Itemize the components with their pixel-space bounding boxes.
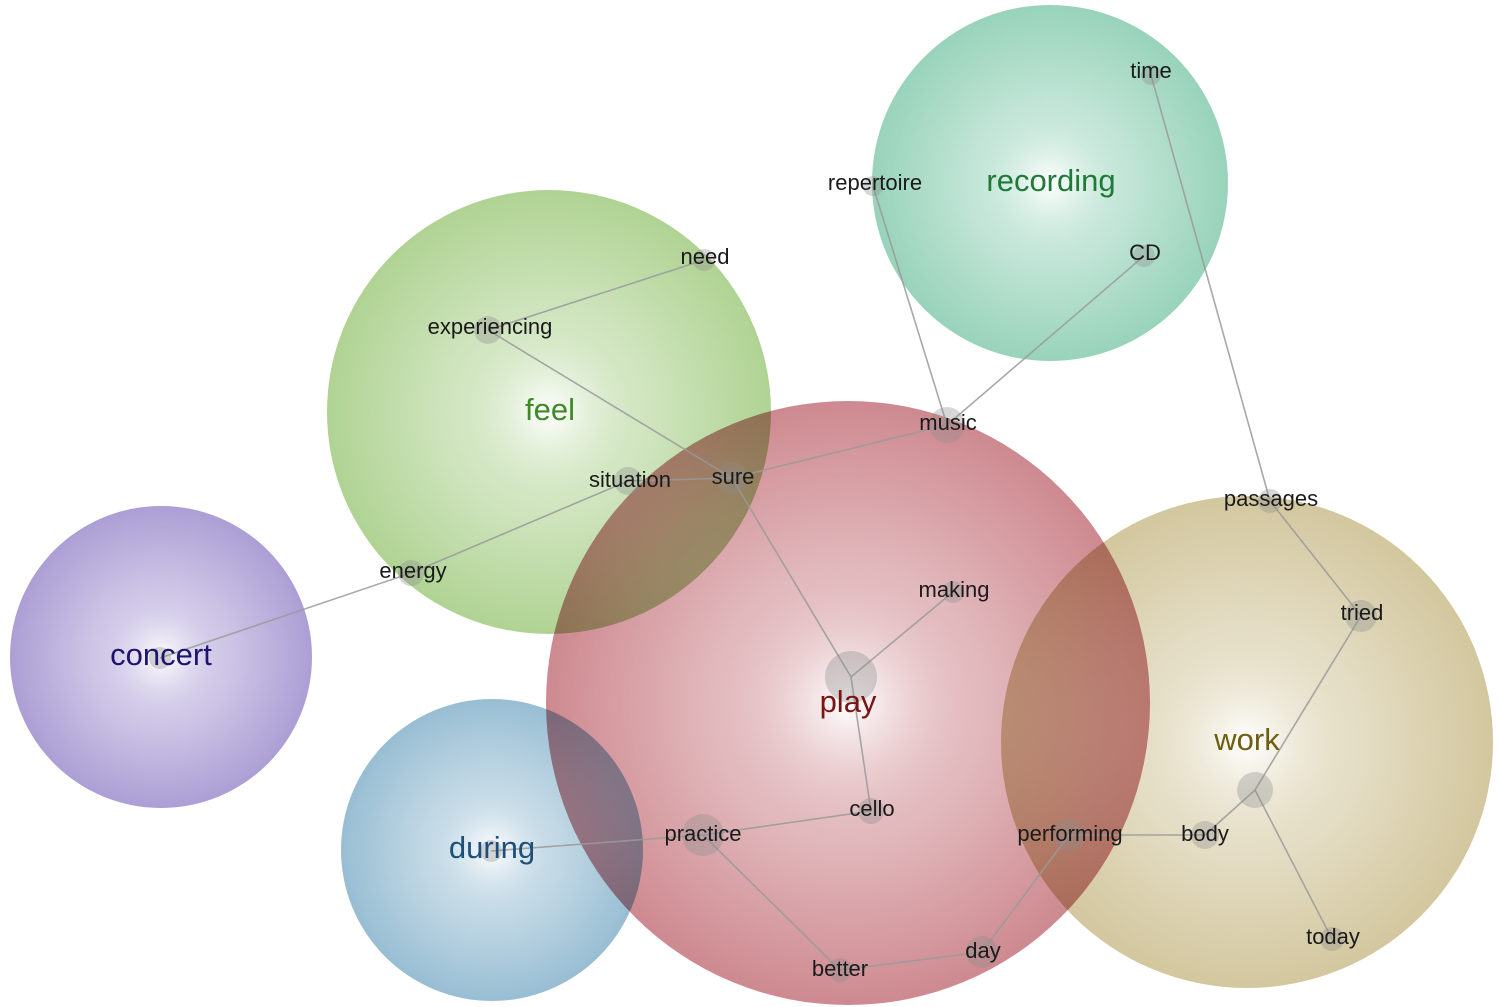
node-label-sure: sure [712, 464, 755, 489]
node-label-performing: performing [1017, 821, 1122, 846]
node-label-making: making [919, 577, 990, 602]
node-dot-time [1141, 65, 1161, 85]
node-dot-sure [716, 462, 748, 494]
cluster-label-recording: recording [986, 163, 1115, 198]
cluster-label-work: work [1213, 722, 1280, 757]
node-dot-better [828, 958, 852, 982]
node-dot-today [1320, 927, 1344, 951]
edge-play_center-making [850, 591, 954, 678]
node-dot-energy [398, 560, 424, 586]
cluster-labels: recording feel concert play during work [110, 163, 1280, 865]
node-label-practice: practice [664, 821, 741, 846]
edge-music-repertoire [872, 185, 948, 426]
edge-passages-tried [1269, 500, 1362, 617]
node-dot-work_center [1237, 772, 1273, 808]
edge-situation-energy [410, 480, 629, 574]
edge-day-performing [981, 834, 1070, 953]
node-dot-tried [1345, 600, 1377, 632]
cluster-circles [10, 5, 1493, 1005]
node-label-better: better [812, 956, 868, 981]
node-label-cello: cello [849, 796, 894, 821]
edge-sure-situation [627, 477, 733, 482]
node-label-time: time [1130, 58, 1172, 83]
node-dot-making [942, 581, 964, 603]
edge-need-experiencing [487, 259, 705, 331]
node-dot-body [1191, 821, 1219, 849]
node-label-music: music [919, 410, 976, 435]
node-dot-day [966, 936, 998, 968]
node-label-CD: CD [1129, 240, 1161, 265]
cluster-label-feel: feel [525, 392, 575, 427]
edge-time-passages [1150, 74, 1271, 502]
cluster-circle-during [341, 699, 643, 1001]
node-label-repertoire: repertoire [828, 170, 922, 195]
node-dot-during_center [480, 840, 502, 862]
edge-work_center-today [1254, 789, 1333, 940]
edge-cello-practice [702, 810, 872, 836]
node-label-day: day [965, 938, 1000, 963]
node-label-situation: situation [589, 467, 671, 492]
edges [159, 74, 1362, 971]
node-label-energy: energy [379, 558, 446, 583]
node-label-experiencing: experiencing [428, 314, 553, 339]
node-label-body: body [1181, 821, 1229, 846]
node-dot-performing [1053, 819, 1085, 851]
cluster-circle-play [546, 401, 1150, 1005]
node-dot-concert_center [149, 647, 171, 669]
edge-tried-work_center [1254, 615, 1362, 791]
node-dot-passages [1258, 489, 1282, 513]
node-label-need: need [681, 244, 730, 269]
node-dot-situation [614, 467, 642, 495]
edge-energy-concert_center [159, 572, 412, 659]
node-dot-repertoire [863, 176, 883, 196]
node-label-tried: tried [1341, 600, 1384, 625]
node-dots [149, 65, 1377, 982]
node-label-passages: passages [1224, 486, 1318, 511]
cluster-label-during: during [449, 830, 535, 865]
edge-sure-music [731, 424, 948, 479]
edge-experiencing-sure [487, 329, 733, 479]
edge-practice-better [702, 834, 841, 971]
edge-practice-during_center [490, 834, 704, 852]
node-dot-practice [682, 814, 724, 856]
edge-play_center-cello [850, 676, 872, 812]
edge-better-day [839, 951, 983, 971]
edge-work_center-body [1204, 789, 1256, 836]
node-dot-music [929, 407, 965, 443]
cluster-label-concert: concert [110, 637, 212, 672]
node-dot-play_center [825, 651, 877, 703]
cluster-label-play: play [820, 684, 877, 719]
edge-music-CD [946, 255, 1145, 426]
cluster-circle-work [1001, 496, 1493, 988]
node-dot-CD [1133, 245, 1155, 267]
node-dot-experiencing [474, 316, 502, 344]
node-label-today: today [1306, 924, 1360, 949]
edge-sure-play_center [731, 477, 852, 678]
cluster-circle-recording [872, 5, 1228, 361]
node-dot-need [693, 249, 715, 271]
node-dot-cello [858, 798, 884, 824]
